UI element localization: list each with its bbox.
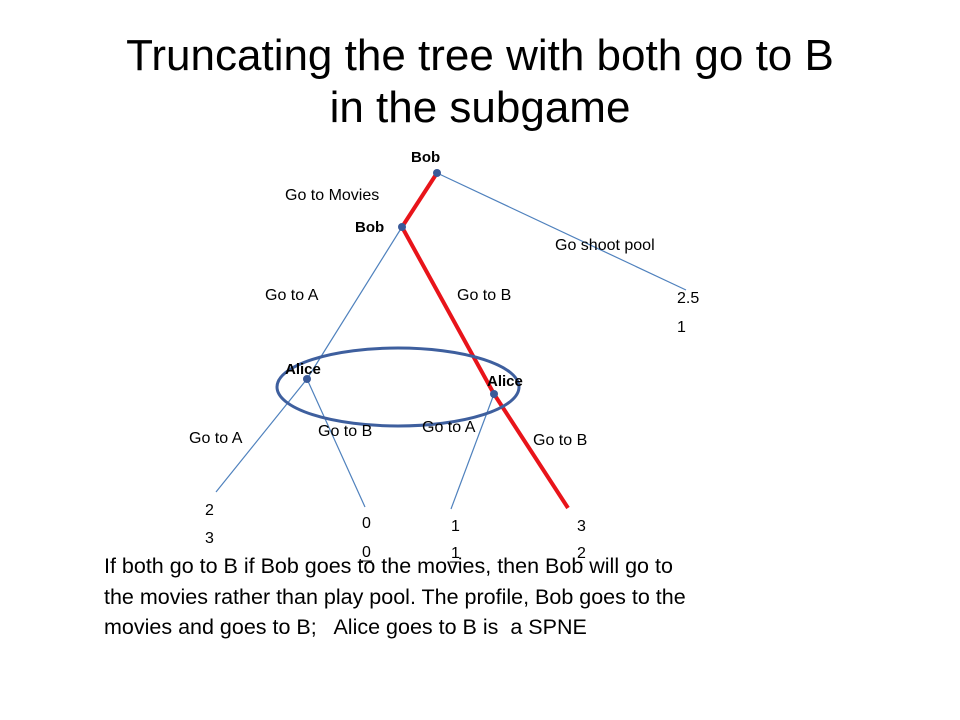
node-label-root: Bob — [411, 149, 440, 166]
edge-label-alice-left-go-to-a: Go to A — [189, 430, 243, 447]
payoff-aa-alice: 3 — [205, 530, 214, 547]
title-line-1: Truncating the tree with both go to B — [126, 31, 834, 80]
payoff-bb-bob: 3 — [577, 518, 586, 535]
branch-go-shoot-pool — [436, 172, 687, 291]
payoff-pool-bob: 2.5 — [677, 290, 699, 307]
edge-label-bob-go-to-b: Go to B — [457, 287, 511, 304]
title-line-2: in the subgame — [329, 83, 631, 132]
branch-alice-right-go-to-a — [450, 393, 495, 510]
path-alice-go-to-b — [492, 392, 570, 510]
edge-label-alice-left-go-to-b: Go to B — [318, 423, 372, 440]
payoff-aa-bob: 2 — [205, 502, 214, 519]
caption-text: If both go to B if Bob goes to the movie… — [104, 551, 924, 643]
node-bob — [398, 223, 406, 231]
path-bob-go-to-b — [400, 226, 496, 395]
caption-line-2: the movies rather than play pool. The pr… — [104, 584, 686, 609]
edge-label-go-to-movies: Go to Movies — [285, 187, 379, 204]
edge-label-alice-right-go-to-a: Go to A — [422, 419, 476, 436]
branch-bob-go-to-a — [306, 226, 403, 380]
payoff-ab-alice: 0 — [362, 544, 371, 561]
node-alice-right — [490, 390, 498, 398]
caption-line-1: If both go to B if Bob goes to the movie… — [104, 554, 673, 578]
path-go-to-movies — [400, 171, 439, 229]
node-label-alice-right: Alice — [487, 373, 523, 390]
slide-title: Truncating the tree with both go to B in… — [0, 30, 960, 134]
branch-alice-left-go-to-b — [306, 378, 366, 508]
payoff-ba-alice: 1 — [451, 545, 460, 562]
edge-label-go-shoot-pool: Go shoot pool — [555, 237, 655, 254]
edge-label-bob-go-to-a: Go to A — [265, 287, 319, 304]
node-label-alice-left: Alice — [285, 361, 321, 378]
edge-label-alice-right-go-to-b: Go to B — [533, 432, 587, 449]
payoff-ba-bob: 1 — [451, 518, 460, 535]
node-root-bob — [433, 169, 441, 177]
payoff-bb-alice: 2 — [577, 545, 586, 562]
node-label-bob: Bob — [355, 219, 384, 236]
node-alice-left — [303, 375, 311, 383]
branch-alice-left-go-to-a — [215, 378, 308, 493]
payoff-pool-alice: 1 — [677, 319, 686, 336]
caption-line-3: movies and goes to B; Alice goes to B is… — [104, 615, 587, 639]
payoff-ab-bob: 0 — [362, 515, 371, 532]
information-set-ellipse — [275, 346, 521, 428]
